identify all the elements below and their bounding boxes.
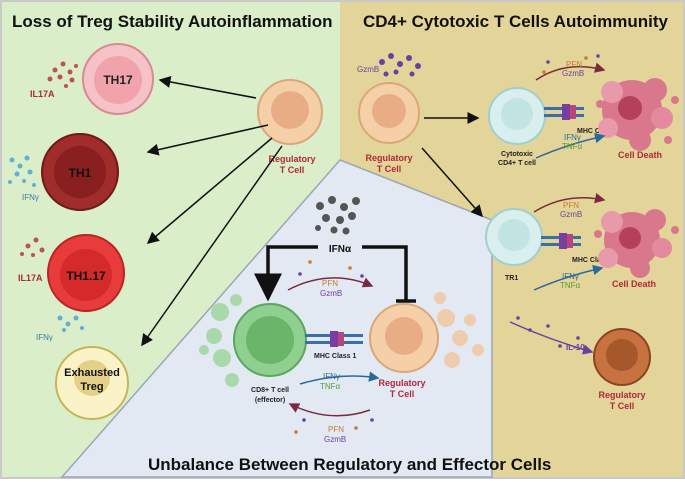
- mhc1-right-label: MHC Class 1: [572, 257, 615, 264]
- treg-debris: [434, 292, 484, 368]
- mhc1-bottom-label: MHC Class 1: [314, 353, 357, 360]
- pfn-gzmb-arrow-2: [533, 193, 606, 213]
- treg-cell-brown: [593, 328, 651, 386]
- treg-right-label-2: T Cell: [377, 164, 402, 174]
- il10-label: IL-10: [566, 343, 585, 352]
- ifna-activation-arrow: [254, 245, 318, 302]
- treg-cell-bottom: [369, 303, 439, 373]
- treg-bottom-label-1: Regulatory: [378, 378, 425, 388]
- cytokine-dots-arc-1: [542, 54, 600, 74]
- pfn-label-2: PFN: [563, 201, 579, 210]
- th1-cell: [41, 133, 119, 211]
- pfn-label-bottom: PFN: [322, 279, 338, 288]
- arrow-to-th17: [158, 76, 257, 99]
- exhausted-label-1: Exhausted: [64, 367, 120, 379]
- dying-cell-2: [594, 209, 679, 278]
- exhausted-treg-cell: [55, 346, 129, 420]
- arrow-to-tr1: [421, 147, 483, 218]
- tr1-label: TR1: [505, 275, 518, 282]
- cd8-cell: [233, 303, 307, 377]
- th117-label: TH1.17: [66, 269, 106, 283]
- th117-cytokine-a-label: IL17A: [18, 273, 43, 283]
- pfn-gzmb-arrow-1: [535, 62, 606, 81]
- th17-cytokine-dots: [47, 61, 78, 88]
- cell-death-label-2: Cell Death: [612, 279, 656, 289]
- exhausted-label-2: Treg: [80, 381, 103, 393]
- th117-cytokine-dots-b: [57, 315, 84, 332]
- treg-bottom-label-2: T Cell: [390, 389, 415, 399]
- treg-cell-left: [257, 79, 323, 145]
- cd8-label-1: CD8+ T cell: [251, 387, 289, 394]
- ifng-label-bottom: IFNγ: [323, 372, 340, 381]
- receptor-mhc2: [544, 104, 584, 120]
- ifng-label-1: IFNγ: [564, 133, 581, 142]
- cytotoxic-cd4-cell: [488, 87, 546, 145]
- th1-cytokine-dots: [8, 155, 36, 187]
- dying-cell-1: [596, 78, 679, 151]
- tr1-cell: [485, 208, 543, 266]
- gzmb-label-bottom: GzmB: [320, 289, 342, 298]
- arrow-to-exhausted: [141, 145, 283, 347]
- pfn-label-1: PFN: [566, 60, 582, 69]
- mhc2-label: MHC Class 2: [577, 128, 620, 135]
- ifng-tnfa-arrow-2: [533, 264, 604, 291]
- treg-cell-right: [358, 82, 420, 144]
- arrow-to-th1: [146, 124, 269, 156]
- th17-cell: [82, 43, 154, 115]
- ifna-label: IFNα: [329, 244, 352, 255]
- gzmb-dots-top: [379, 53, 421, 77]
- treg-left-label-2: T Cell: [280, 165, 305, 175]
- th117-cytokine-b-label: IFNγ: [36, 333, 53, 342]
- tnfa-label-2: TNFα: [560, 281, 581, 290]
- arrow-to-th117: [146, 137, 273, 244]
- treg-left-label-1: Regulatory: [268, 154, 315, 164]
- th117-cytokine-dots-a: [20, 237, 45, 257]
- treg2-label-2: T Cell: [610, 401, 635, 411]
- cd8-label-2: (effector): [255, 397, 285, 404]
- ifna-inhibition-line: [362, 245, 408, 300]
- gzmb-label-1: GzmB: [562, 69, 584, 78]
- gzmb2-label-bottom: GzmB: [324, 435, 346, 444]
- right-panel-title: CD4+ Cytotoxic T Cells Autoimmunity: [363, 12, 668, 31]
- ifna-dots: [315, 196, 360, 235]
- tnfa-label-1: TNFα: [562, 142, 583, 151]
- th1-label: TH1: [69, 166, 92, 180]
- ifng-tnfa-arrow-bottom: [299, 371, 380, 385]
- il10-dots: [516, 316, 580, 348]
- cell-death-label-1: Cell Death: [618, 150, 662, 160]
- receptor-mhc1-right: [541, 233, 581, 249]
- ctl-label-2: CD4+ T cell: [498, 160, 536, 167]
- left-panel-title: Loss of Treg Stability Autoinflammation: [12, 12, 333, 31]
- ifng-label-2: IFNγ: [562, 272, 579, 281]
- gzmb-label-2: GzmB: [560, 210, 582, 219]
- tnfa-label-bottom: TNFα: [320, 382, 341, 391]
- th117-cell: [47, 234, 125, 312]
- gzmb-label-top: GzmB: [357, 65, 379, 74]
- cytokine-dots-bottom-low: [294, 418, 374, 434]
- cd8-debris: [199, 294, 242, 387]
- bottom-panel-title: Unbalance Between Regulatory and Effecto…: [148, 455, 551, 474]
- pfn-gzmb-arrow-bottom: [287, 277, 374, 291]
- th17-label: TH17: [103, 73, 133, 87]
- treg-right-label-1: Regulatory: [365, 153, 412, 163]
- il10-arrow: [509, 321, 594, 355]
- th1-cytokine-label: IFNγ: [22, 193, 39, 202]
- th17-cytokine-label: IL17A: [30, 89, 55, 99]
- pfn-gzmb-return-arrow: [288, 403, 371, 417]
- ifng-tnfa-arrow-1: [535, 132, 606, 159]
- receptor-mhc1-bottom: [305, 331, 363, 347]
- ctl-label-1: Cytotoxic: [501, 151, 533, 158]
- cytokine-dots-bottom-top: [298, 260, 364, 278]
- treg2-label-1: Regulatory: [598, 390, 645, 400]
- pfn2-label-bottom: PFN: [328, 425, 344, 434]
